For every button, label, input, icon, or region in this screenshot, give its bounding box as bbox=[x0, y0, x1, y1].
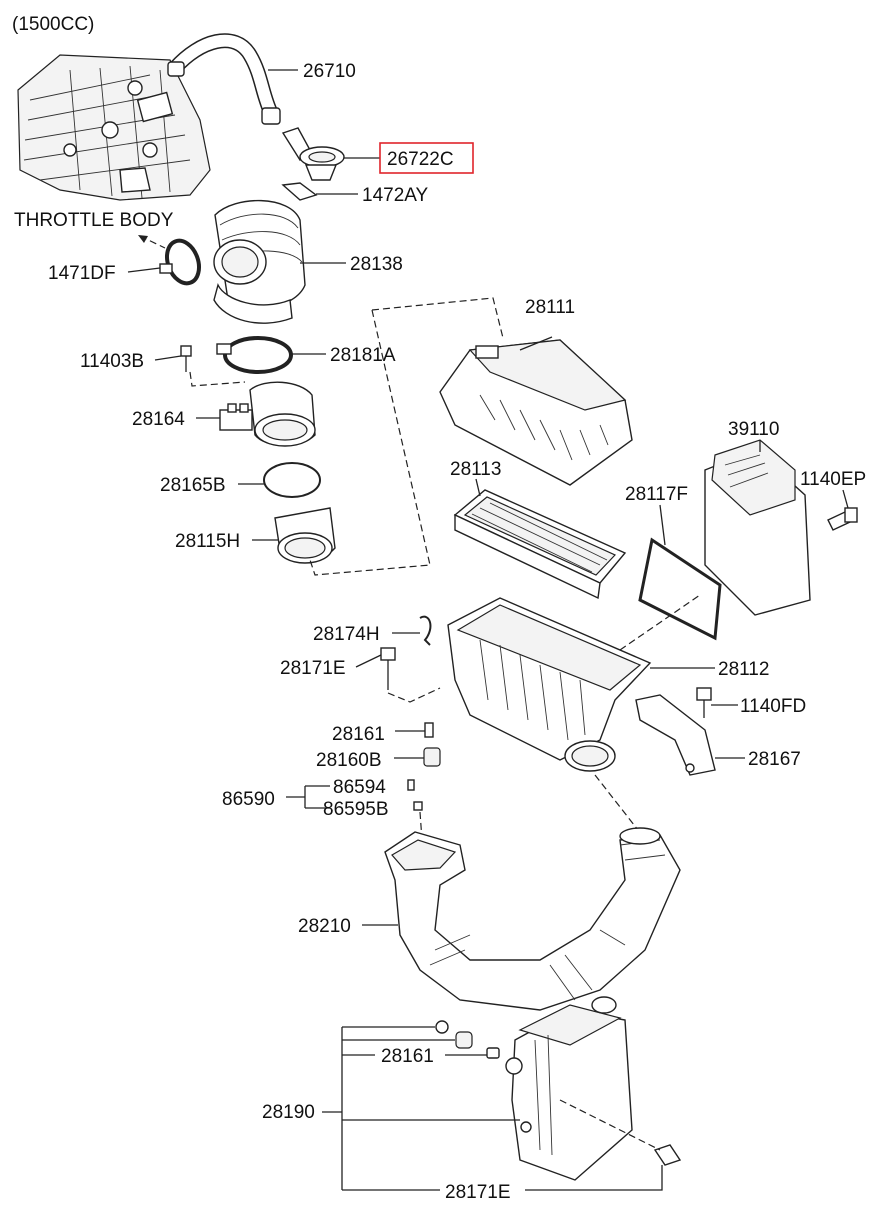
part-label-28167: 28167 bbox=[748, 749, 801, 770]
part-label-1472ay: 1472AY bbox=[362, 185, 429, 206]
part-label-1471df: 1471DF bbox=[48, 263, 116, 284]
air-filter-element-28113 bbox=[453, 478, 627, 600]
ecu-39110 bbox=[704, 439, 811, 616]
part-label-39110: 39110 bbox=[728, 419, 779, 440]
dashed-hose-link bbox=[594, 774, 639, 831]
throttle-body-note: THROTTLE BODY bbox=[14, 210, 174, 231]
part-label-28160b: 28160B bbox=[316, 750, 382, 771]
breather-hose-26710 bbox=[167, 33, 298, 125]
dashed-group-bracket bbox=[309, 297, 504, 576]
throttle-body-arrow bbox=[138, 235, 166, 249]
part-label-26710: 26710 bbox=[303, 61, 356, 82]
part-label-28164: 28164 bbox=[132, 409, 185, 430]
part-label-28190: 28190 bbox=[262, 1102, 315, 1123]
dashed-ecu-link bbox=[619, 594, 701, 651]
bolt-11403b bbox=[154, 345, 246, 387]
gasket-28165b bbox=[238, 462, 321, 498]
bracket-86590-group bbox=[286, 779, 423, 811]
clip-1472ay bbox=[281, 182, 358, 201]
bolt-1140fd bbox=[696, 687, 738, 718]
intake-duct-28210 bbox=[362, 827, 681, 1011]
air-duct-28115h bbox=[252, 507, 336, 564]
bolt-1140ep bbox=[827, 489, 858, 531]
bracket-28167 bbox=[635, 694, 745, 776]
part-label-28117f: 28117F bbox=[625, 484, 688, 505]
pcv-fitting-26722c bbox=[281, 127, 380, 181]
engine-block-drawing bbox=[17, 54, 211, 201]
part-label-28111: 28111 bbox=[525, 297, 575, 318]
part-label-86595b: 86595B bbox=[323, 799, 389, 820]
highlight-box bbox=[379, 142, 474, 174]
part-label-28113: 28113 bbox=[450, 459, 501, 480]
part-label-28210: 28210 bbox=[298, 916, 351, 937]
part-label-26722c: 26722C bbox=[387, 149, 454, 170]
bracket-28190-group bbox=[322, 1026, 663, 1191]
part-label-28161-top: 28161 bbox=[332, 724, 385, 745]
part-label-28174h: 28174H bbox=[313, 624, 380, 645]
part-label-28161-bottom: 28161 bbox=[381, 1046, 434, 1067]
part-label-28171e-bottom: 28171E bbox=[445, 1182, 511, 1203]
bolt-28171e-top bbox=[355, 647, 441, 703]
clamp-1471df bbox=[127, 238, 201, 286]
intake-hose-28138 bbox=[213, 199, 346, 324]
engine-spec-label: (1500CC) bbox=[12, 14, 94, 35]
grommet-28161-top bbox=[395, 722, 434, 738]
part-label-1140ep: 1140EP bbox=[800, 469, 866, 490]
part-label-28165b: 28165B bbox=[160, 475, 226, 496]
resonator-28190 bbox=[435, 996, 682, 1181]
part-label-28115h: 28115H bbox=[175, 531, 240, 552]
gasket-28117f bbox=[638, 504, 722, 641]
part-label-28138: 28138 bbox=[350, 254, 403, 275]
grommet-28160b bbox=[394, 747, 441, 767]
part-label-28181a: 28181A bbox=[330, 345, 396, 366]
airflow-sensor-28164 bbox=[196, 381, 316, 447]
part-label-86590: 86590 bbox=[222, 789, 275, 810]
clamp-28181a bbox=[216, 336, 326, 374]
part-label-86594: 86594 bbox=[333, 777, 386, 798]
part-label-28171e-top: 28171E bbox=[280, 658, 346, 679]
part-label-11403b: 11403B bbox=[80, 351, 144, 372]
part-label-1140fd: 1140FD bbox=[740, 696, 806, 717]
air-cleaner-body-28112 bbox=[447, 597, 715, 772]
air-cleaner-cover-28111 bbox=[439, 336, 633, 486]
clip-28174h bbox=[392, 615, 432, 646]
part-label-28112: 28112 bbox=[718, 659, 769, 680]
